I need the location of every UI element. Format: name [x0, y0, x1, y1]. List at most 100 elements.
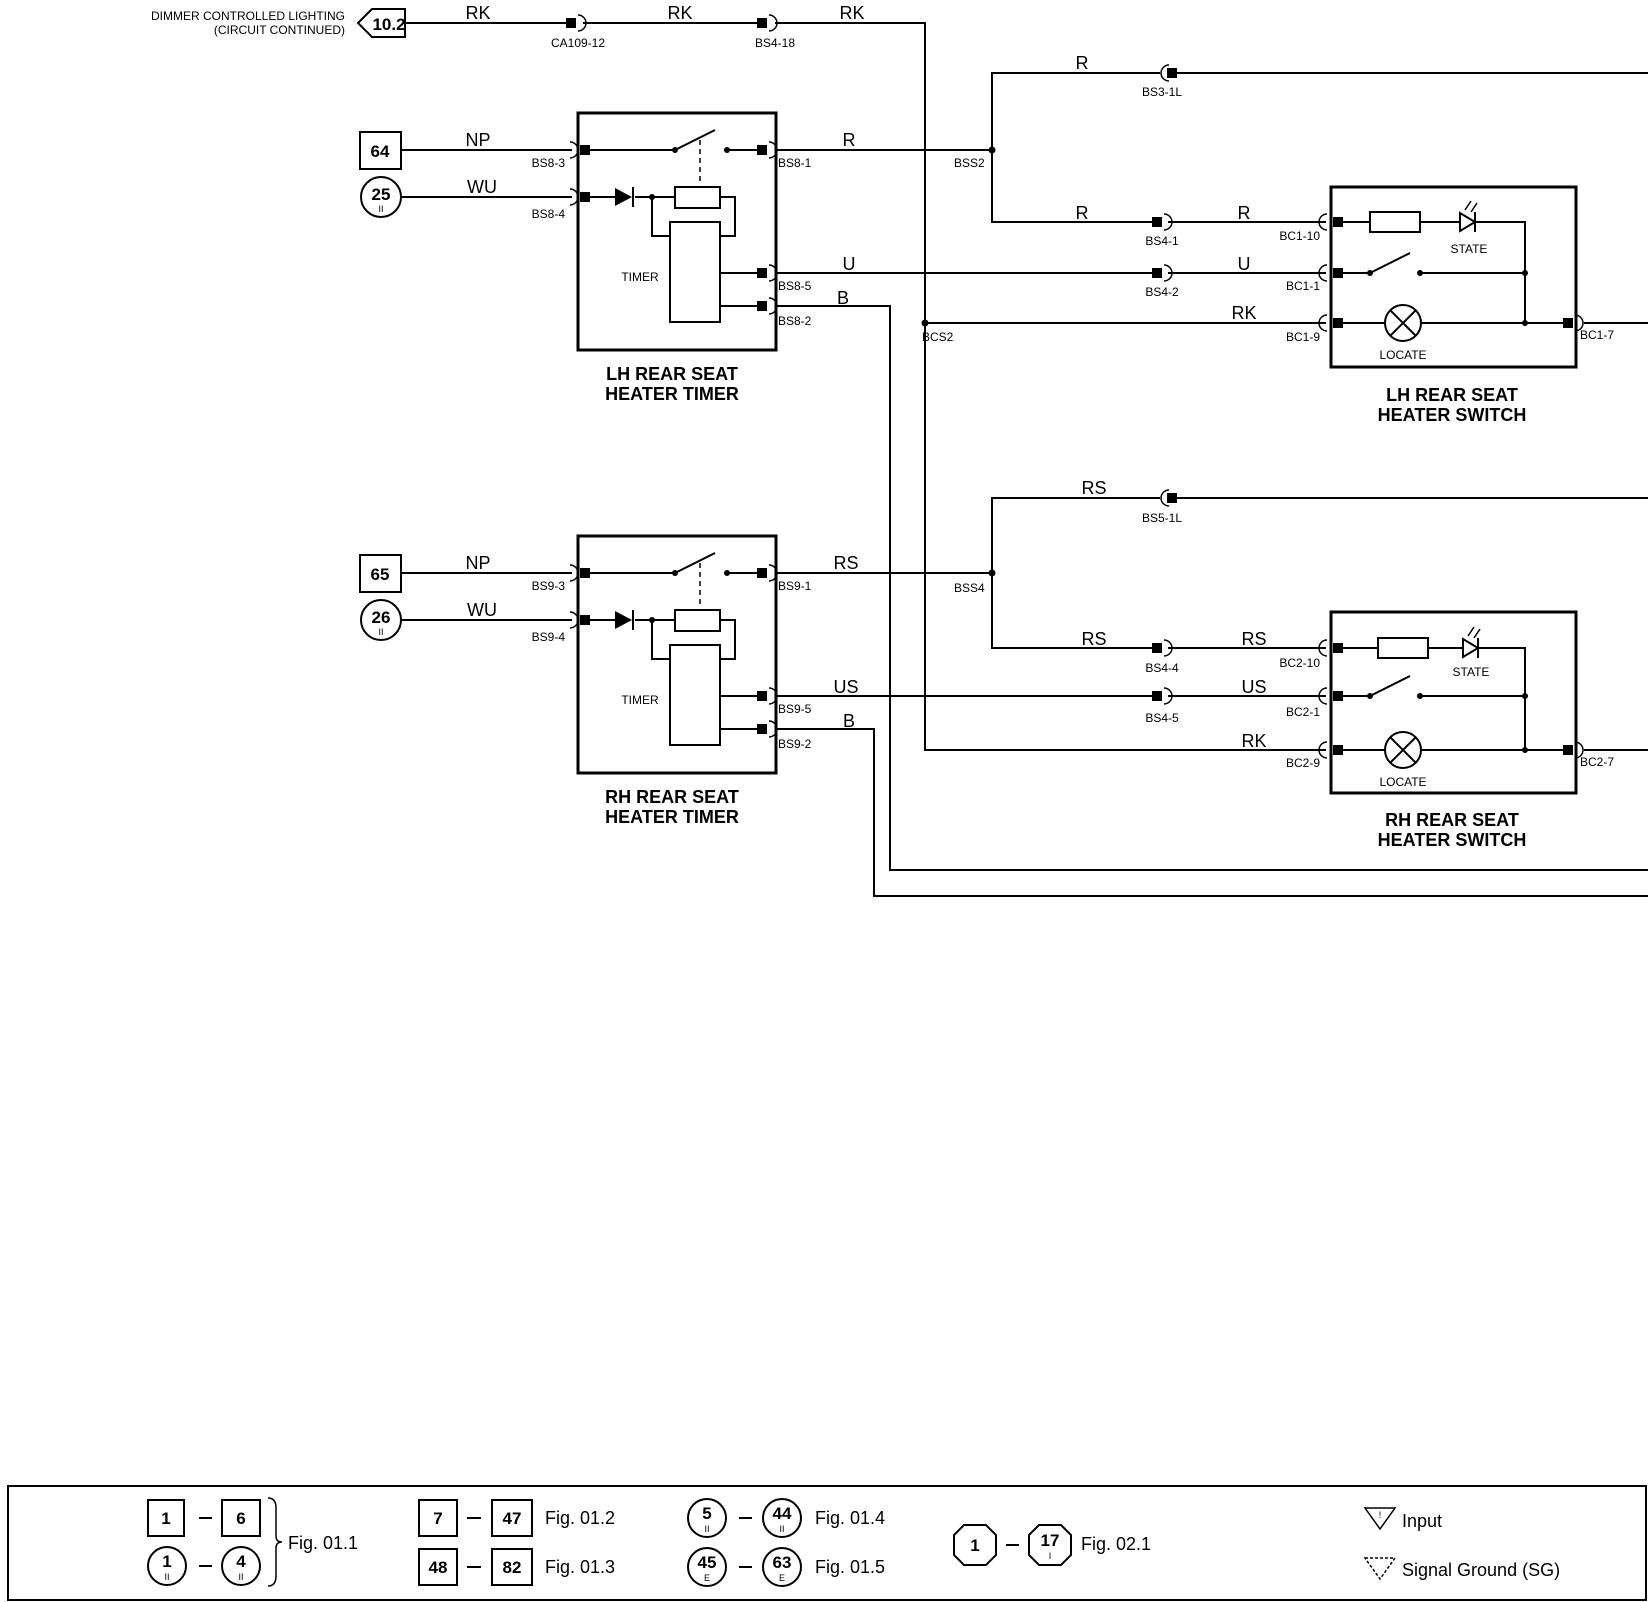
wire-label-r-sw: R	[1238, 203, 1251, 223]
wire-rk-top	[405, 22, 926, 325]
legend-box	[7, 1485, 1647, 1601]
connector-socket	[1163, 213, 1173, 231]
rh-timer-sockets-out	[768, 564, 778, 738]
wire-label-wu-rh: WU	[467, 600, 497, 620]
pin	[757, 301, 767, 311]
diode-icon	[615, 188, 632, 206]
legend-sub: II	[164, 1572, 169, 1582]
rh-timer-inputs	[401, 572, 572, 621]
wire-label-rs-top: RS	[1081, 478, 1106, 498]
node	[1522, 270, 1528, 276]
connector-socket	[1163, 264, 1173, 282]
dimmer-label-line2: (CIRCUIT CONTINUED)	[214, 23, 345, 37]
ref-25-sub: II	[378, 204, 383, 214]
wire-label-rk-lh: RK	[1231, 303, 1256, 323]
legend-sub: II	[704, 1524, 709, 1534]
pin-bs9-1: BS9-1	[778, 579, 812, 593]
legend-text: 5	[702, 1504, 711, 1523]
legend-sub: II	[779, 1524, 784, 1534]
wire-label-rk-1: RK	[465, 3, 490, 23]
wire-label-r: R	[843, 130, 856, 150]
connector-socket	[1163, 639, 1173, 657]
wire-label-b-rh: B	[843, 711, 855, 731]
wire-label-np-rh: NP	[465, 553, 490, 573]
pin	[1167, 68, 1177, 78]
connector-bs4-1: BS4-1	[1145, 234, 1179, 248]
ref-box-65[interactable]	[359, 554, 402, 593]
pin	[580, 145, 590, 155]
ref-26-sub: II	[378, 627, 383, 637]
splice-bss4: BSS4	[954, 581, 985, 595]
legend-ref-circle	[687, 1547, 727, 1587]
wire-label-rs-sw: RS	[1241, 629, 1266, 649]
pin	[1563, 318, 1573, 328]
lh-timer-sockets-out	[768, 141, 778, 315]
resistor-icon	[1369, 211, 1421, 233]
node	[1522, 693, 1528, 699]
legend-text: 6	[236, 1509, 245, 1528]
connector-bs3-1l: BS3-1L	[1142, 85, 1182, 99]
signal-ground-icon	[1363, 1557, 1397, 1581]
lh-switch-title-2: HEATER SWITCH	[1378, 405, 1527, 425]
lh-timer-inputs	[401, 149, 572, 198]
pin-bc1-1: BC1-1	[1286, 279, 1320, 293]
pin-bs8-5: BS8-5	[778, 279, 812, 293]
splice-bss2: BSS2	[954, 156, 985, 170]
rh-switch-led-line	[1343, 647, 1526, 750]
legend-fig: Fig. 01.2	[545, 1508, 615, 1528]
pin-bc2-7: BC2-7	[1580, 755, 1614, 769]
rh-switch-sockets	[1318, 639, 1328, 759]
pin-bs8-4: BS8-4	[532, 207, 566, 221]
connector-socket	[1163, 687, 1173, 705]
node	[1367, 693, 1373, 699]
legend-ref-octagon	[953, 1524, 997, 1566]
pin	[580, 192, 590, 202]
pin	[1152, 268, 1162, 278]
legend-ref-box	[147, 1499, 185, 1537]
rh-timer-label: TIMER	[621, 693, 659, 707]
connector-bs5-1l: BS5-1L	[1142, 511, 1182, 525]
legend-text: 7	[433, 1509, 442, 1528]
legend-brace	[267, 1497, 283, 1587]
pin-bs8-1: BS8-1	[778, 156, 812, 170]
pin	[1152, 217, 1162, 227]
lh-timer-block	[669, 221, 721, 323]
legend-ref-box	[221, 1499, 261, 1537]
pin	[580, 615, 590, 625]
pin	[757, 268, 767, 278]
node	[672, 570, 678, 576]
ref-box-64[interactable]	[359, 131, 402, 170]
connector-bs4-4: BS4-4	[1145, 661, 1179, 675]
lh-timer-label: TIMER	[621, 270, 659, 284]
pin	[1333, 643, 1343, 653]
legend-text: 17	[1041, 1531, 1060, 1550]
wire-label-b-lh: B	[837, 288, 849, 308]
legend-sub: II	[238, 1572, 243, 1582]
pin-bs9-3: BS9-3	[532, 579, 566, 593]
pin-bc1-7: BC1-7	[1580, 328, 1614, 342]
lh-state-label: STATE	[1451, 242, 1488, 256]
wire-label-wu: WU	[467, 177, 497, 197]
legend-ref-box	[491, 1499, 533, 1537]
legend-text: 1	[161, 1509, 170, 1528]
led-icon	[1462, 637, 1480, 659]
pin	[757, 145, 767, 155]
lh-switch-box	[1329, 185, 1578, 369]
input-triangle-mark: !	[1379, 1510, 1382, 1520]
pin	[1333, 217, 1343, 227]
rh-timer-outputs-int	[720, 695, 760, 730]
rh-timer-sockets-in	[569, 564, 579, 629]
node	[1522, 320, 1528, 326]
wire-label-rk-3: RK	[839, 3, 864, 23]
ref-26-text: 26	[372, 608, 391, 627]
lh-timer-loop	[651, 196, 736, 237]
pin-bc1-9: BC1-9	[1286, 330, 1320, 344]
legend-text: 44	[773, 1504, 792, 1523]
lh-timer-sockets-in	[569, 141, 579, 206]
legend-ref-circle	[687, 1498, 727, 1538]
lh-switch-title-1: LH REAR SEAT	[1386, 385, 1518, 405]
lh-locate-label: LOCATE	[1379, 348, 1426, 362]
connector-pin	[566, 18, 576, 28]
pin	[1152, 643, 1162, 653]
wire-rs-bs4-4	[991, 573, 1326, 649]
